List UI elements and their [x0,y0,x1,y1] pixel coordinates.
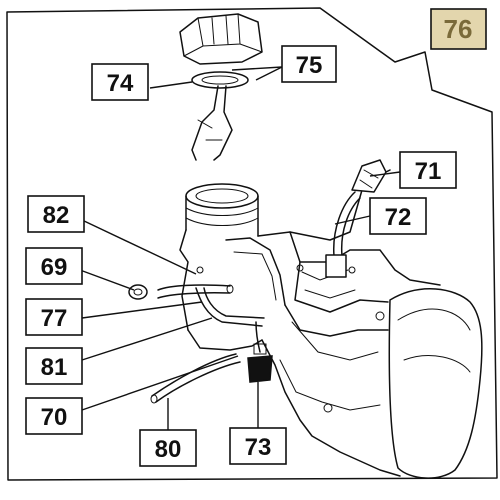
leader-lines [79,66,401,430]
callout-label: 74 [107,70,134,97]
callout-label: 73 [245,434,272,461]
callout-label: 82 [43,202,70,229]
fuel-filter [247,321,273,383]
callout-73[interactable]: 73 [229,427,287,465]
fuel-tank-body [179,169,483,479]
callout-82[interactable]: 82 [27,195,85,233]
callout-77[interactable]: 77 [25,298,83,336]
fuel-cap [179,13,263,89]
grommet [128,284,148,300]
callout-label: 77 [41,305,68,332]
callout-label: 72 [385,204,412,231]
assembly-ref-badge [430,8,487,50]
assembly-ref-76[interactable]: 76 [430,8,487,50]
callout-label: 70 [41,404,68,431]
callout-72[interactable]: 72 [369,197,427,235]
callout-81[interactable]: 81 [25,347,83,385]
vent-tube [325,159,387,278]
callout-label: 69 [41,254,68,281]
callout-label: 80 [155,436,182,463]
callout-70[interactable]: 70 [25,397,83,435]
callout-label: 71 [415,158,442,185]
assembly-ref-label: 76 [444,14,473,44]
callout-80[interactable]: 80 [139,429,197,467]
cap-tether [191,85,233,161]
callout-71[interactable]: 71 [399,151,457,189]
callout-74[interactable]: 74 [91,63,149,101]
fuel-lines [150,284,265,404]
callout-75[interactable]: 75 [281,45,337,83]
callout-label: 75 [296,52,323,79]
callout-label: 81 [41,354,68,381]
frame-line [6,7,498,481]
callout-69[interactable]: 69 [25,247,83,285]
